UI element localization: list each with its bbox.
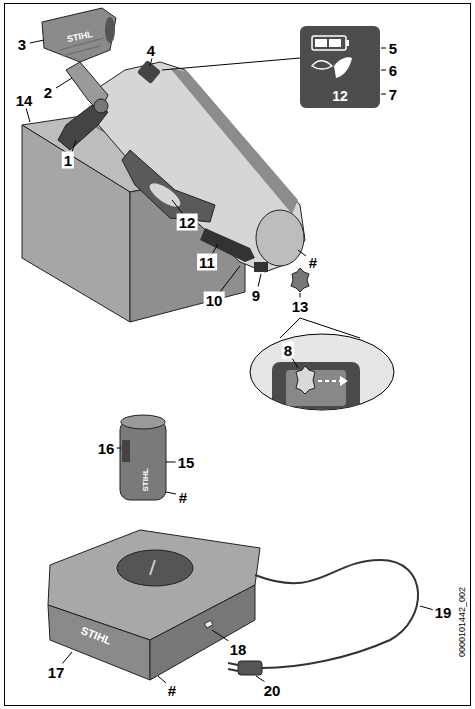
leader bbox=[220, 266, 240, 292]
chip bbox=[291, 268, 309, 292]
callout-number: 2 bbox=[42, 84, 54, 101]
charger-well bbox=[117, 550, 193, 586]
callout-number: 7 bbox=[387, 86, 399, 103]
end-cap bbox=[256, 210, 304, 266]
opening bbox=[272, 362, 360, 412]
display-inset: 12 bbox=[300, 26, 380, 108]
pivot bbox=[94, 99, 108, 113]
brand-logo: STIHL bbox=[141, 466, 151, 493]
grip-stripe bbox=[170, 68, 298, 214]
frame-border bbox=[5, 4, 471, 706]
plug bbox=[238, 661, 262, 675]
callout-number: 9 bbox=[250, 287, 262, 304]
leader bbox=[162, 58, 300, 70]
leader bbox=[26, 108, 30, 122]
plug-pins bbox=[228, 663, 238, 671]
callout-number: 1 bbox=[62, 152, 74, 169]
leader bbox=[212, 244, 218, 254]
callout-number: 19 bbox=[433, 604, 454, 621]
callout-number: 4 bbox=[145, 42, 157, 59]
shears-body bbox=[95, 62, 305, 272]
callout-number: # bbox=[307, 254, 319, 271]
inset-chip bbox=[296, 366, 315, 394]
leader bbox=[292, 358, 298, 368]
callout-number: 3 bbox=[16, 36, 28, 53]
leader bbox=[56, 78, 72, 88]
leader bbox=[158, 676, 166, 683]
trigger-hole bbox=[146, 179, 184, 211]
callout-number: 10 bbox=[204, 292, 225, 309]
callout-number: # bbox=[177, 489, 189, 506]
leader bbox=[166, 492, 176, 494]
display bbox=[137, 60, 161, 84]
cable bbox=[255, 560, 418, 668]
callout-number: 16 bbox=[96, 440, 117, 457]
callout-number: 18 bbox=[228, 641, 249, 658]
opening-inner bbox=[286, 370, 346, 406]
battery bbox=[120, 420, 166, 500]
callout-number: 17 bbox=[46, 664, 67, 681]
trigger bbox=[122, 150, 215, 222]
slot bbox=[254, 262, 268, 272]
leader bbox=[150, 58, 152, 66]
led bbox=[204, 620, 213, 628]
box-front bbox=[22, 125, 130, 322]
leader-lines bbox=[26, 40, 434, 683]
insert-arrowhead bbox=[340, 376, 348, 386]
upper-blade bbox=[66, 62, 108, 112]
callout-number: # bbox=[166, 682, 178, 699]
leader bbox=[298, 250, 306, 256]
battery-top bbox=[121, 415, 165, 429]
callout-number: 14 bbox=[14, 92, 35, 109]
image-id: 0000101442_002 bbox=[457, 585, 468, 659]
battery-button bbox=[122, 440, 130, 462]
leader bbox=[381, 48, 386, 49]
callout-number: 13 bbox=[290, 298, 311, 315]
leader bbox=[72, 140, 76, 152]
leader bbox=[30, 40, 44, 43]
callout-number: 15 bbox=[176, 454, 197, 471]
callout-number: 11 bbox=[197, 254, 217, 271]
leader bbox=[62, 652, 72, 664]
detail-inset bbox=[250, 334, 394, 410]
leader bbox=[381, 70, 386, 71]
callout-number: 6 bbox=[387, 62, 399, 79]
blade-cover bbox=[42, 8, 116, 62]
callout-number: 5 bbox=[387, 40, 399, 57]
leader bbox=[381, 94, 386, 95]
charger-contact bbox=[150, 560, 155, 575]
callout-number: 8 bbox=[282, 342, 294, 359]
callout-number: 20 bbox=[262, 682, 283, 699]
display-reading: 12 bbox=[332, 89, 348, 103]
callout-number: 12 bbox=[177, 214, 198, 231]
insert-arrow bbox=[318, 380, 340, 382]
leader bbox=[172, 200, 183, 214]
cover-opening bbox=[105, 17, 115, 43]
leader bbox=[258, 274, 261, 287]
